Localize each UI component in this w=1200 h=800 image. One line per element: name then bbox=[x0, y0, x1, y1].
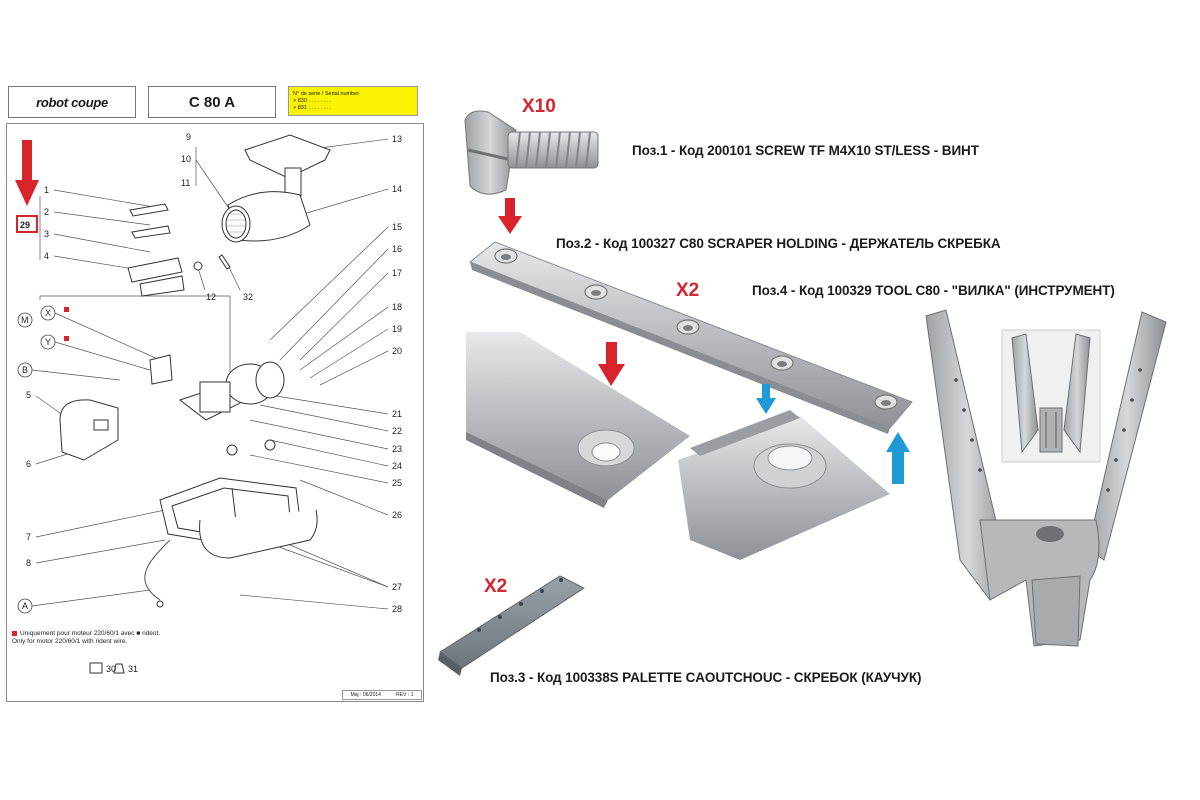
qty-screw: X10 bbox=[522, 96, 556, 117]
svg-text:1: 1 bbox=[44, 185, 49, 195]
label-pos-2: Поз.2 - Код 100327 C80 SCRAPER HOLDING -… bbox=[556, 236, 1001, 251]
svg-text:15: 15 bbox=[392, 222, 402, 232]
svg-text:X: X bbox=[45, 308, 51, 318]
svg-text:6: 6 bbox=[26, 459, 31, 469]
svg-text:11: 11 bbox=[181, 178, 190, 188]
svg-text:3: 3 bbox=[44, 229, 49, 239]
screw-image bbox=[464, 110, 599, 195]
right-part-numbers: 13 14 15 16 17 18 19 20 21 22 23 24 25 2… bbox=[392, 134, 402, 614]
highlight-frame bbox=[16, 215, 38, 233]
svg-text:22: 22 bbox=[392, 426, 402, 436]
brand-logo: robot coupe bbox=[8, 86, 136, 118]
svg-text:17: 17 bbox=[392, 268, 402, 278]
holder-detail-left bbox=[466, 332, 690, 508]
svg-text:9: 9 bbox=[186, 132, 191, 142]
svg-text:19: 19 bbox=[392, 324, 402, 334]
label-pos-3: Поз.3 - Код 100338S PALETTE CAOUTCHOUC -… bbox=[490, 670, 922, 685]
svg-text:32: 32 bbox=[243, 292, 253, 302]
label-pos-1: Поз.1 - Код 200101 SCREW TF M4X10 ST/LES… bbox=[632, 143, 979, 158]
serial-line-1: > 830 . . . . . . . . bbox=[293, 97, 332, 104]
serial-line-2: > 831 . . . . . . . . bbox=[293, 104, 332, 111]
svg-text:B: B bbox=[22, 365, 28, 375]
red-arrow-icon bbox=[498, 198, 522, 234]
svg-text:13: 13 bbox=[392, 134, 402, 144]
svg-text:10: 10 bbox=[181, 154, 191, 164]
svg-text:18: 18 bbox=[392, 302, 402, 312]
letter-callouts bbox=[17, 305, 56, 614]
svg-text:4: 4 bbox=[44, 251, 49, 261]
rubber-scraper-image bbox=[438, 575, 586, 676]
red-arrow-icon bbox=[15, 140, 39, 206]
svg-text:24: 24 bbox=[392, 461, 402, 471]
footer-date: Maj : 06/2014 bbox=[350, 692, 381, 698]
part-29-label: 29 bbox=[20, 220, 30, 230]
qty-holder: X2 bbox=[676, 280, 700, 301]
tool-fork-image bbox=[925, 309, 1167, 647]
model-title: C 80 A bbox=[148, 86, 276, 118]
svg-text:20: 20 bbox=[392, 346, 402, 356]
left-part-numbers: 1 2 3 4 5 6 7 8 bbox=[26, 185, 49, 568]
svg-text:21: 21 bbox=[392, 409, 402, 419]
scraper-holder-image bbox=[469, 241, 913, 434]
motor-note: Uniquement pour moteur 220/60/1 avec ■ r… bbox=[12, 630, 212, 646]
svg-text:14: 14 bbox=[392, 184, 402, 194]
svg-text:27: 27 bbox=[392, 582, 402, 592]
svg-text:25: 25 bbox=[392, 478, 402, 488]
svg-text:8: 8 bbox=[26, 558, 31, 568]
qty-scraper: X2 bbox=[484, 576, 508, 597]
holder-detail-right bbox=[678, 410, 890, 560]
blue-arrow-icon bbox=[756, 384, 776, 414]
svg-text:23: 23 bbox=[392, 444, 402, 454]
svg-text:Y: Y bbox=[45, 337, 51, 347]
red-arrow-icon bbox=[598, 342, 625, 386]
svg-text:16: 16 bbox=[392, 244, 402, 254]
blue-arrow-icon bbox=[886, 432, 910, 484]
label-pos-4: Поз.4 - Код 100329 TOOL C80 - "ВИЛКА" (И… bbox=[752, 283, 1115, 298]
exploded-view-frame bbox=[6, 123, 424, 702]
svg-text:M: M bbox=[21, 315, 29, 325]
model-text: C 80 A bbox=[188, 93, 236, 111]
svg-text:A: A bbox=[22, 601, 28, 611]
part-31-label: 31 bbox=[128, 664, 138, 674]
serial-box: N° de serie / Serial number > 830 . . . … bbox=[288, 86, 418, 116]
svg-text:5: 5 bbox=[26, 390, 31, 400]
note-en: Only for motor 220/60/1 with rident wire… bbox=[12, 638, 128, 645]
brand-text: robot coupe bbox=[36, 94, 108, 110]
svg-text:28: 28 bbox=[392, 604, 402, 614]
svg-text:26: 26 bbox=[392, 510, 402, 520]
tool-inset-fork bbox=[1011, 333, 1091, 454]
svg-text:2: 2 bbox=[44, 207, 49, 217]
footer-rev: REV : 1 bbox=[396, 692, 414, 698]
part-30-label: 30 bbox=[106, 664, 116, 674]
sheet-footer: Maj : 06/2014 REV : 1 bbox=[342, 690, 422, 700]
serial-title: N° de serie / Serial number bbox=[293, 90, 360, 97]
svg-text:12: 12 bbox=[206, 292, 216, 302]
note-fr: Uniquement pour moteur 220/60/1 avec ■ r… bbox=[20, 630, 161, 637]
svg-text:7: 7 bbox=[26, 532, 31, 542]
